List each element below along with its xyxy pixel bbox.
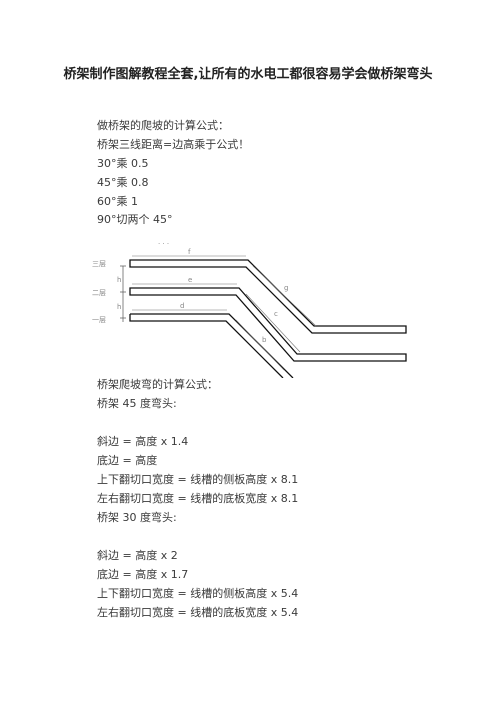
layer-label-3: 三层 — [92, 260, 106, 268]
tray-slope-diagram: · · · 三层 二层 一层 h h f e d g c b — [92, 240, 407, 378]
dimension-lines — [132, 255, 317, 371]
label-h2: h — [117, 303, 121, 311]
rule-45: 45°乘 0.8 — [97, 176, 149, 189]
elbow30-line-2: 底边 = 高度 x 1.7 — [97, 568, 189, 581]
label-g: g — [284, 284, 288, 292]
diagram-dots: · · · — [158, 240, 169, 248]
rule-90: 90°切两个 45° — [97, 213, 173, 226]
elbow45-line-2: 底边 = 高度 — [97, 454, 158, 467]
label-b: b — [262, 336, 267, 344]
elbow45-line-3: 上下翻切口宽度 = 线槽的侧板高度 x 8.1 — [97, 473, 299, 486]
tray-middle — [129, 287, 407, 362]
tray-top — [129, 259, 407, 334]
layer-label-2: 二层 — [92, 289, 106, 297]
section2-heading: 桥架爬坡弯的计算公式： — [97, 378, 218, 391]
label-c: c — [274, 310, 278, 318]
page-title: 桥架制作图解教程全套,让所有的水电工都很容易学会做桥架弯头 — [63, 67, 433, 82]
label-d: d — [180, 302, 184, 310]
label-f: f — [188, 248, 191, 256]
height-markers — [120, 265, 126, 322]
layer-label-1: 一层 — [92, 316, 106, 324]
section1-intro: 桥架三线距离=边高乘于公式！ — [97, 138, 250, 151]
tray-bottom — [129, 313, 294, 378]
elbow30-line-3: 上下翻切口宽度 = 线槽的侧板高度 x 5.4 — [97, 587, 299, 600]
elbow30-line-4: 左右翻切口宽度 = 线槽的底板宽度 x 5.4 — [97, 606, 299, 619]
elbow45-line-4: 左右翻切口宽度 = 线槽的底板宽度 x 8.1 — [97, 492, 299, 505]
elbow45-title: 桥架 45 度弯头: — [97, 397, 177, 410]
rule-60: 60°乘 1 — [97, 195, 138, 208]
elbow30-title: 桥架 30 度弯头: — [97, 511, 177, 524]
label-h1: h — [117, 276, 121, 284]
label-e: e — [188, 276, 192, 284]
elbow45-line-1: 斜边 = 高度 x 1.4 — [97, 435, 189, 448]
section1-heading: 做桥架的爬坡的计算公式： — [97, 119, 229, 132]
rule-30: 30°乘 0.5 — [97, 157, 149, 170]
elbow30-line-1: 斜边 = 高度 x 2 — [97, 549, 178, 562]
